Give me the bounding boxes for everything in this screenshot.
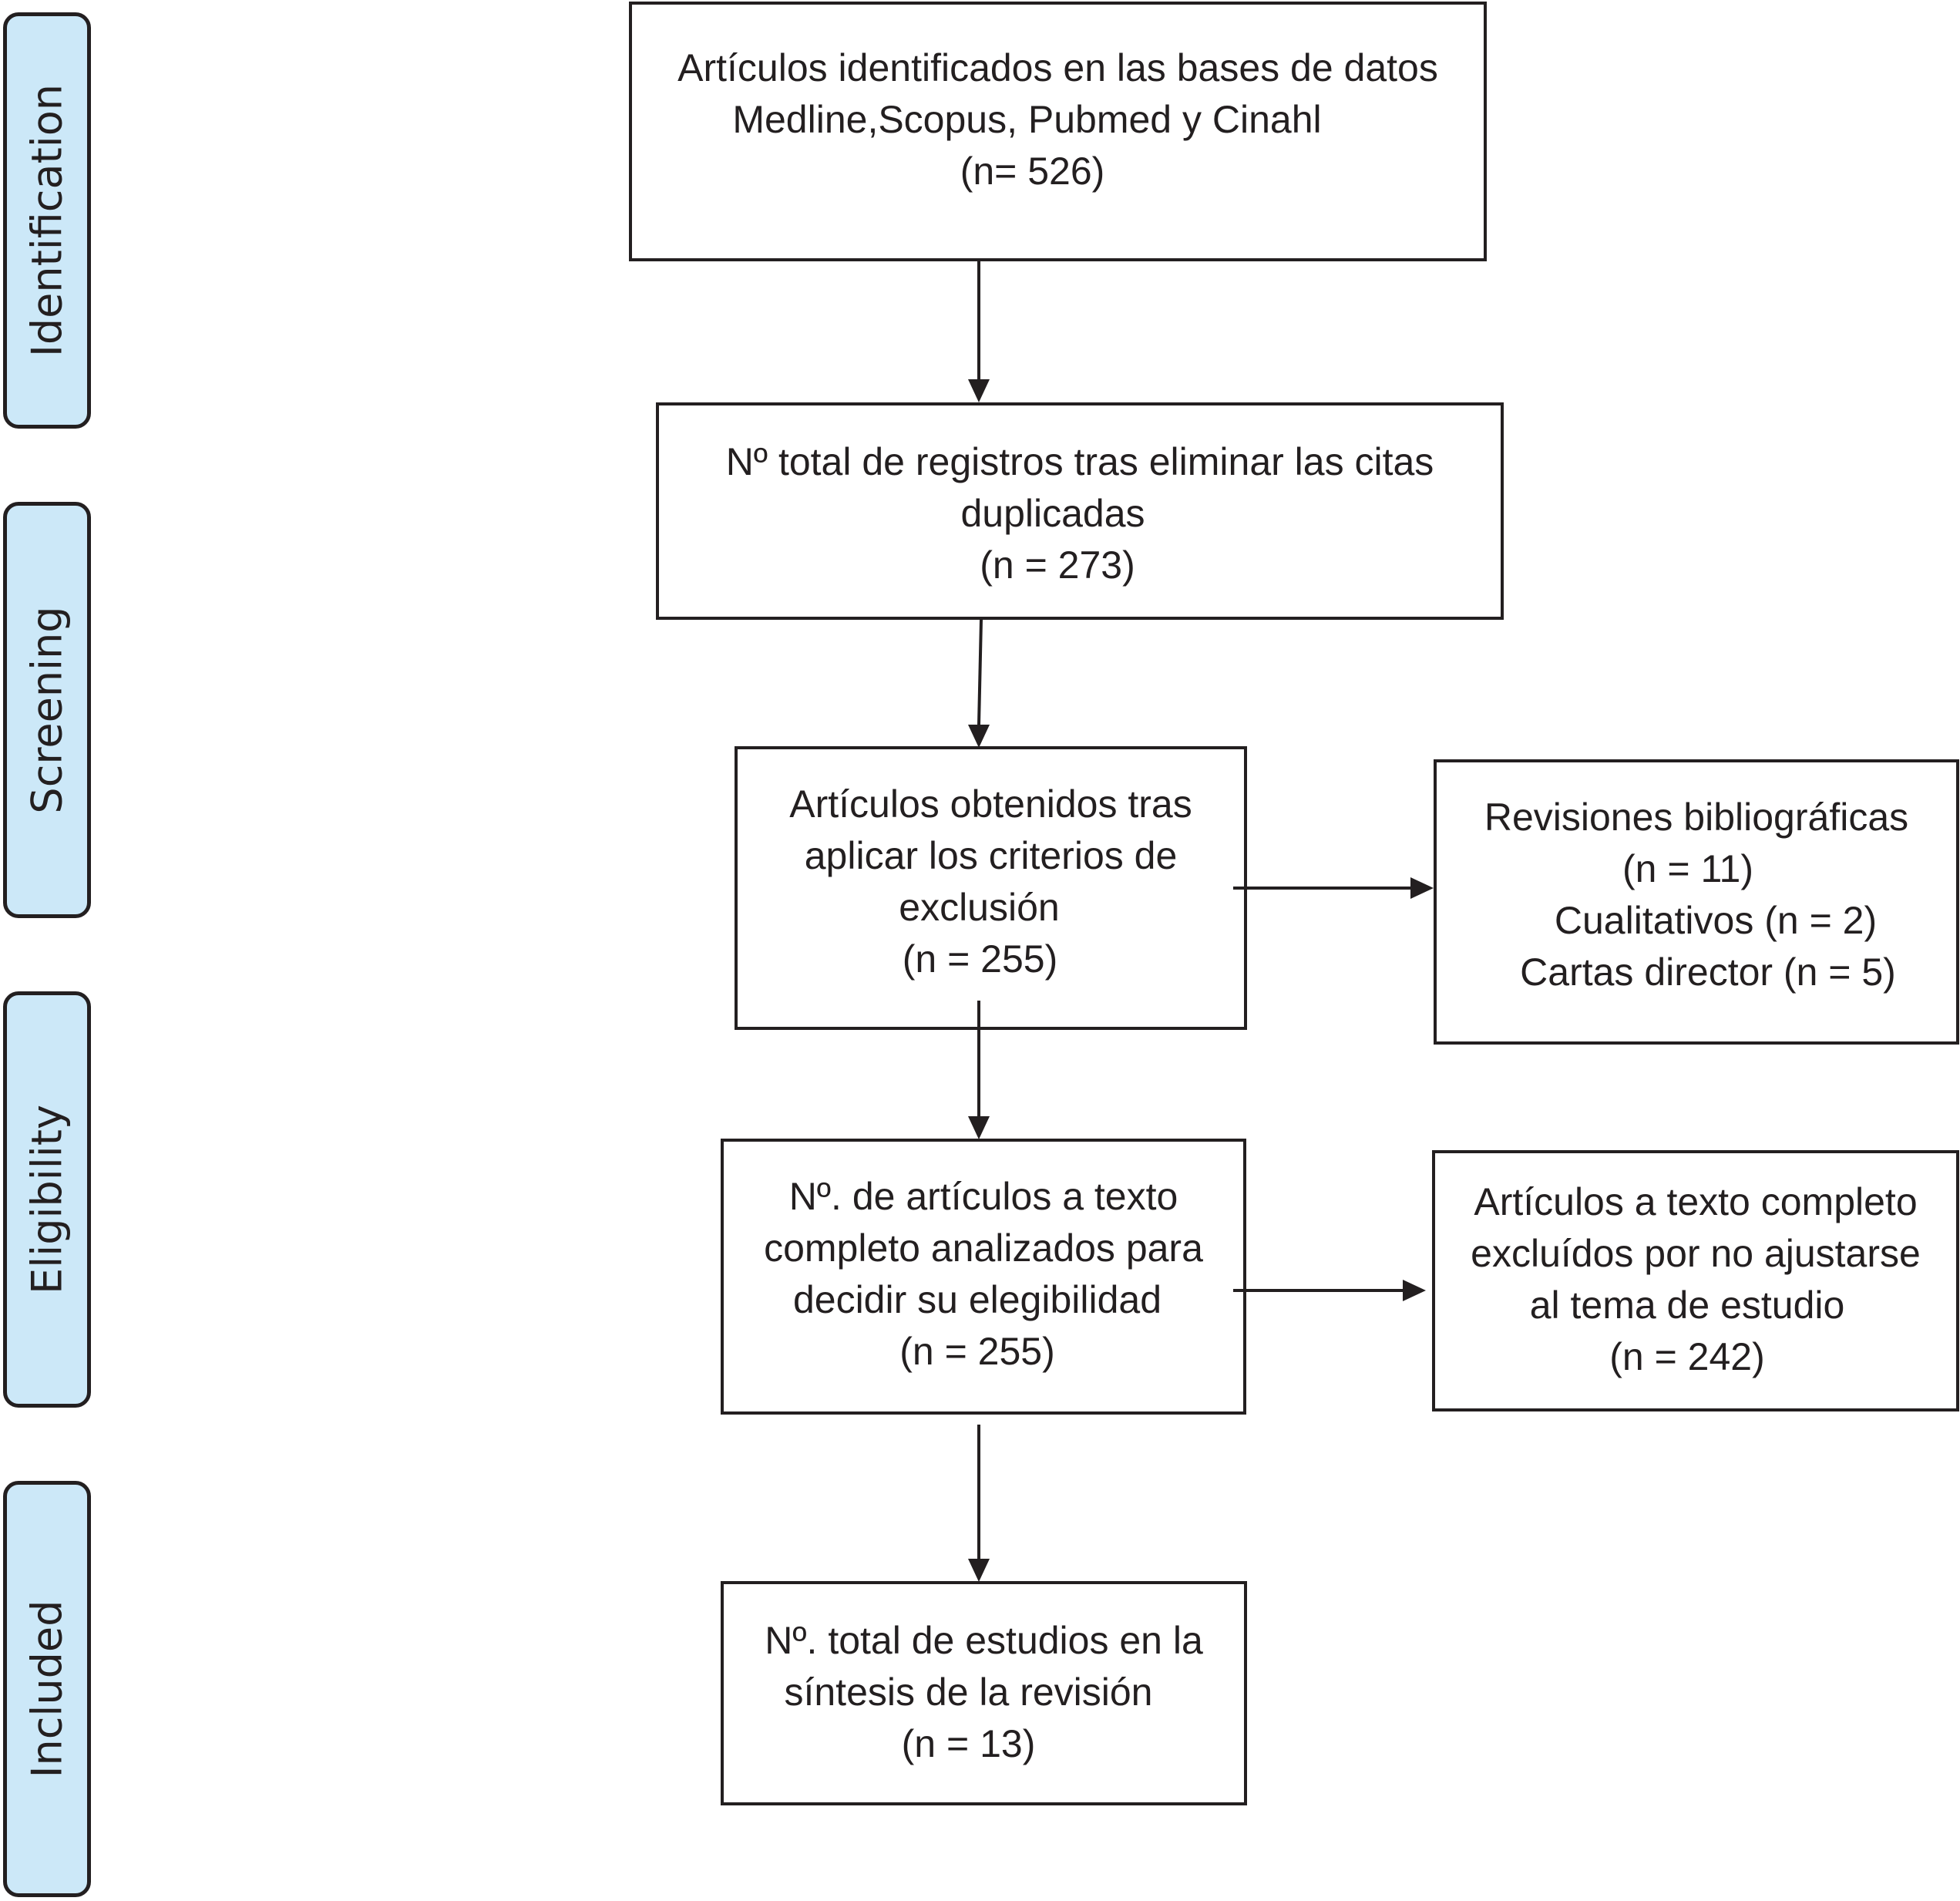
phase-included: Included: [3, 1481, 91, 1897]
box-included-studies: Nº. total de estudios en la síntesis de …: [721, 1581, 1247, 1805]
box-full-text-assessed-line-2: completo analizados para: [764, 1226, 1203, 1270]
box-after-exclusion-line-2: aplicar los criterios de: [804, 834, 1178, 877]
box-included-line-1: Nº. total de estudios en la: [765, 1619, 1203, 1662]
box-identified-count: (n= 526): [960, 150, 1105, 193]
box-included-line-2: síntesis de la revisión: [784, 1671, 1153, 1714]
arrowhead-assessed-to-included: [968, 1559, 990, 1582]
box-after-exclusion-count: (n = 255): [902, 937, 1058, 981]
box-full-text-assessed-count: (n = 255): [899, 1330, 1055, 1373]
box-after-duplicates-count: (n = 273): [980, 543, 1135, 587]
arrow-duplicates-to-exclusion: [977, 619, 983, 725]
box-full-text-excluded-count: (n = 242): [1609, 1335, 1765, 1378]
box-identified-records: Artículos identificados en las bases de …: [629, 2, 1487, 261]
box-full-text-excluded-line-1: Artículos a texto completo: [1474, 1180, 1918, 1223]
phase-eligibility: Eligibility: [3, 991, 91, 1408]
box-after-duplicates-line-1: Nº total de registros tras eliminar las …: [725, 440, 1434, 483]
box-excluded-types-line-3: Cualitativos (n = 2): [1554, 899, 1878, 942]
box-after-exclusion-line-1: Artículos obtenidos tras: [789, 782, 1192, 826]
box-after-duplicates: Nº total de registros tras eliminar las …: [656, 402, 1504, 620]
box-excluded-types: Revisiones bibliográficas (n = 11) Cuali…: [1434, 759, 1959, 1045]
box-identified-line-1: Artículos identificados en las bases de …: [677, 46, 1438, 89]
box-after-exclusion-line-3: exclusión: [899, 886, 1060, 929]
box-full-text-assessed-line-3: decidir su elegibilidad: [792, 1278, 1162, 1321]
arrowhead-duplicates-to-exclusion: [968, 725, 990, 748]
box-full-text-excluded: Artículos a texto completo excluídos por…: [1432, 1150, 1959, 1411]
box-full-text-excluded-line-3: al tema de estudio: [1529, 1284, 1845, 1327]
box-excluded-types-line-1: Revisiones bibliográficas: [1484, 796, 1909, 839]
box-excluded-types-line-4: Cartas director (n = 5): [1520, 950, 1896, 994]
phase-identification: Identification: [3, 12, 91, 429]
box-full-text-assessed: Nº. de artículos a texto completo analiz…: [721, 1139, 1246, 1415]
box-identified-line-2: Medline,Scopus, Pubmed y Cinahl: [732, 98, 1322, 141]
phase-screening: Screening: [3, 502, 91, 918]
box-after-duplicates-line-2: duplicadas: [960, 492, 1145, 535]
arrowhead-exclusion-to-excluded-types: [1410, 877, 1434, 899]
box-full-text-assessed-line-1: Nº. de artículos a texto: [788, 1175, 1178, 1218]
box-included-count: (n = 13): [901, 1722, 1036, 1765]
box-after-exclusion: Artículos obtenidos tras aplicar los cri…: [735, 746, 1247, 1030]
arrowhead-assessed-to-full-text-excluded: [1403, 1280, 1426, 1301]
arrowhead-exclusion-to-assessed: [968, 1116, 990, 1139]
box-full-text-excluded-line-2: excluídos por no ajustarse: [1471, 1232, 1921, 1275]
arrowhead-identified-to-duplicates: [968, 379, 990, 402]
box-excluded-types-line-2: (n = 11): [1622, 847, 1753, 890]
